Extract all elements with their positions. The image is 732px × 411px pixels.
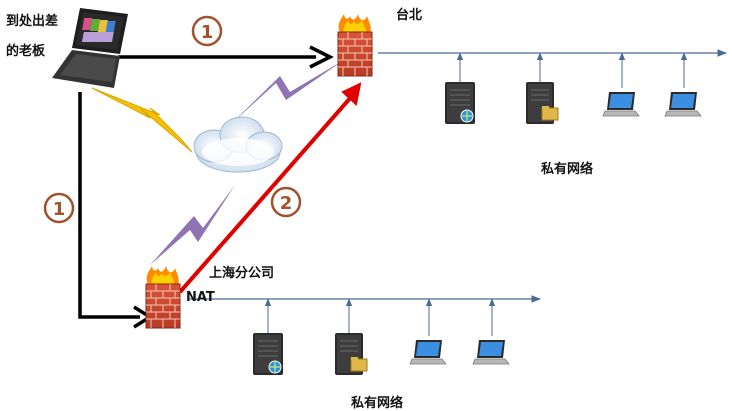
taipei-private-network-label: 私有网络 [541,162,594,177]
nat-label: NAT [186,290,215,305]
badge-left: 1 [43,192,75,224]
badge-middle: 2 [270,186,302,218]
shanghai-laptop-icon-1 [409,339,447,365]
arrowhead-red [341,82,362,106]
taipei-firewall-icon [337,13,373,77]
shanghai-private-network-label: 私有网络 [351,396,404,411]
shanghai-firewall-icon [145,265,181,329]
cloud-icon [193,116,283,173]
wireless-yellow-bolt [91,87,193,153]
shanghai-server-icon [252,332,284,376]
taipei-laptop-icon-2 [664,91,702,117]
boss-label-line1: 到处出差 [6,14,59,29]
boss-laptop-icon [52,8,128,88]
taipei-label: 台北 [396,8,423,23]
svg-text:1: 1 [53,199,66,220]
arrowhead-top [309,45,334,69]
path-two-arrow [178,94,354,294]
shanghai-laptop-icon-2 [472,339,510,365]
shanghai-file-server-icon [334,332,368,376]
taipei-server-icon [444,81,476,125]
taipei-file-server-icon [525,81,559,125]
svg-text:2: 2 [280,193,293,214]
wireless-purple-bolt-bottom [150,185,235,265]
svg-text:1: 1 [201,22,214,43]
taipei-laptop-icon-1 [602,91,640,117]
shanghai-label: 上海分公司 [209,266,275,281]
shanghai-drop-lines [264,298,496,336]
boss-label-line2: 的老板 [6,44,46,59]
path-one-arrows [78,55,316,319]
wireless-purple-bolt-top [230,60,344,125]
badge-top: 1 [191,15,223,47]
taipei-drop-lines [456,52,688,88]
